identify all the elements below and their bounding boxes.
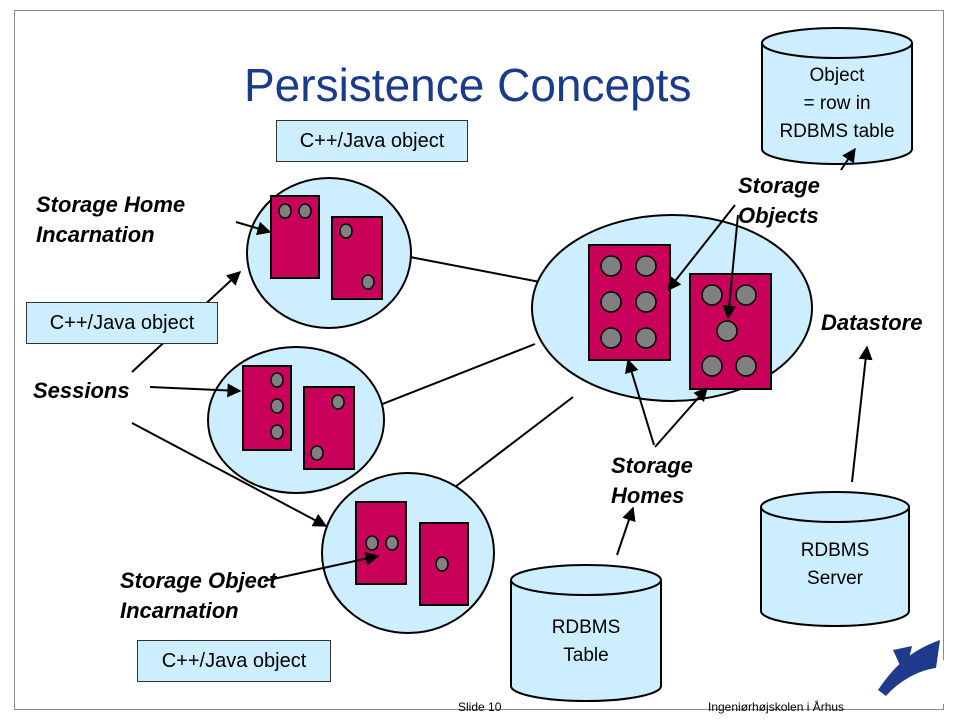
label-line: Objects bbox=[738, 203, 819, 228]
session-circle-middle bbox=[207, 346, 385, 494]
cylinder-label-line: Server bbox=[807, 568, 863, 589]
arrow-rdbms-table bbox=[616, 506, 636, 556]
storage-object-rect bbox=[242, 365, 292, 451]
connector-line-1 bbox=[409, 256, 541, 283]
label-line: Incarnation bbox=[36, 222, 155, 247]
storage-dot bbox=[635, 255, 657, 277]
connector-line-3 bbox=[454, 396, 574, 488]
slide-frame bbox=[14, 10, 944, 710]
storage-dot bbox=[385, 535, 399, 551]
storage-dot bbox=[635, 291, 657, 313]
arrow-storage-homes-1 bbox=[624, 358, 655, 446]
storage-dot bbox=[278, 203, 292, 219]
cylinder-object-row-top bbox=[761, 27, 913, 59]
cylinder-label-line: Object bbox=[809, 65, 865, 86]
cylinder-label-line: RDBMS bbox=[551, 617, 621, 638]
arrow-object-row bbox=[840, 147, 856, 171]
label-line: Storage Home bbox=[36, 192, 186, 217]
storage-dot bbox=[270, 372, 284, 388]
storage-dot bbox=[600, 327, 622, 349]
label-line: Storage bbox=[611, 453, 693, 478]
storage-dot bbox=[716, 320, 738, 342]
arrow-storage-objects-2 bbox=[722, 214, 739, 320]
cylinder-rdbms-server-body bbox=[760, 507, 910, 627]
storage-dot bbox=[298, 203, 312, 219]
storage-dot bbox=[600, 291, 622, 313]
cylinder-object-row-label: Object = row in RDBMS table bbox=[762, 62, 912, 146]
storage-dot bbox=[310, 445, 324, 461]
storage-dot bbox=[701, 355, 723, 377]
arrow-object-incarnation bbox=[263, 551, 380, 582]
arrow-rdbms-server bbox=[851, 345, 873, 483]
slide-title: Persistence Concepts bbox=[244, 59, 692, 111]
connector-line-2 bbox=[379, 343, 536, 406]
slide-number: Slide 10 bbox=[458, 700, 502, 714]
cylinder-rdbms-table-body bbox=[510, 580, 662, 702]
label-datastore: Datastore bbox=[821, 310, 923, 335]
cylinder-rdbms-server-top bbox=[760, 491, 910, 523]
storage-dot bbox=[270, 398, 284, 414]
label-storage-objects: Storage Objects bbox=[738, 171, 820, 231]
storage-dot bbox=[270, 424, 284, 440]
storage-dot bbox=[701, 284, 723, 306]
label-line: Storage Object bbox=[120, 568, 277, 593]
label-line: Homes bbox=[611, 483, 685, 508]
arrow-home-incarnation bbox=[235, 221, 272, 236]
storage-dot bbox=[735, 355, 757, 377]
cylinder-object-row-body bbox=[761, 43, 913, 165]
label-line: Incarnation bbox=[120, 598, 239, 623]
label-line: Storage bbox=[738, 173, 820, 198]
cylinder-rdbms-table-top bbox=[510, 564, 662, 596]
cylinder-label-line: = row in bbox=[803, 93, 871, 114]
label-storage-home-incarnation: Storage Home Incarnation bbox=[36, 190, 185, 250]
storage-dot bbox=[339, 223, 353, 239]
storage-dot bbox=[735, 284, 757, 306]
logo-wing-icon bbox=[893, 646, 912, 676]
cpp-java-object-box-bottom: C++/Java object bbox=[137, 640, 331, 682]
iha-logo bbox=[866, 640, 946, 704]
arrow-session-middle bbox=[149, 383, 242, 398]
cylinder-rdbms-server-label: RDBMS Server bbox=[761, 537, 909, 593]
logo-text: iha.dk bbox=[906, 690, 935, 701]
cpp-java-object-box-top: C++/Java object bbox=[276, 120, 468, 162]
cylinder-rdbms-table-label: RDBMS Table bbox=[511, 614, 661, 670]
cylinder-label-line: RDBMS bbox=[800, 540, 870, 561]
arrow-session-bottom bbox=[131, 422, 328, 527]
cylinder-label-line: Table bbox=[563, 645, 609, 666]
storage-dot bbox=[600, 255, 622, 277]
arrow-storage-homes-2 bbox=[654, 386, 708, 448]
storage-dot bbox=[361, 274, 375, 290]
storage-dot bbox=[365, 535, 379, 551]
arrow-storage-objects-1 bbox=[667, 204, 736, 292]
storage-dot bbox=[635, 327, 657, 349]
storage-dot bbox=[331, 394, 345, 410]
label-storage-homes: Storage Homes bbox=[611, 451, 693, 511]
cylinder-label-line: RDBMS table bbox=[779, 121, 895, 142]
cpp-java-object-box-left: C++/Java object bbox=[26, 302, 218, 344]
storage-dot bbox=[435, 556, 449, 572]
label-storage-object-incarnation: Storage Object Incarnation bbox=[120, 566, 276, 626]
logo-wing-icon bbox=[878, 640, 940, 696]
footer-organization: Ingeniørhøjskolen i Århus bbox=[708, 700, 845, 714]
storage-object-rect bbox=[270, 195, 320, 279]
label-sessions: Sessions bbox=[33, 378, 130, 403]
